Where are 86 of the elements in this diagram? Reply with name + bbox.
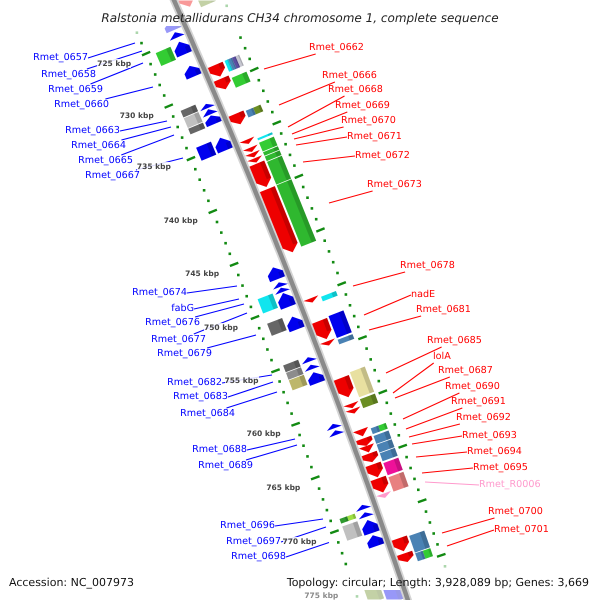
gene-label: Rmet_0677 <box>151 334 206 346</box>
leader-line <box>292 111 348 135</box>
gene-label: Rmet_0672 <box>355 150 410 162</box>
leader-line <box>228 381 274 398</box>
leader-line <box>186 285 238 294</box>
leader-line <box>352 271 406 287</box>
leader-line <box>278 82 336 106</box>
gene-label: Rmet_0696 <box>220 520 275 532</box>
gene-label: Rmet_0682 <box>167 377 222 389</box>
gene-label: Rmet_0665 <box>78 155 133 167</box>
gene-label: Rmet_0695 <box>473 462 528 474</box>
gene-label: Rmet_0662 <box>309 42 364 54</box>
gene-label: Rmet_R0006 <box>479 479 541 491</box>
leader-line <box>424 481 480 486</box>
leader-line <box>386 346 442 374</box>
leader-line <box>412 435 462 445</box>
leader-line <box>408 423 460 438</box>
gene-label: Rmet_0664 <box>71 140 126 152</box>
gene-label: Rmet_0685 <box>427 335 482 347</box>
leader-line <box>226 391 278 409</box>
gene-label: Rmet_0694 <box>467 446 522 458</box>
gene-label: nadE <box>411 289 436 301</box>
gene-label: Rmet_0673 <box>367 179 422 191</box>
gene-label: Rmet_0690 <box>445 381 500 393</box>
title: Ralstonia metallidurans CH34 chromosome 1, complete sequence <box>101 12 499 25</box>
leader-line <box>121 126 172 141</box>
gene-label: Rmet_0683 <box>173 391 228 403</box>
gene-label: Rmet_0688 <box>192 444 247 456</box>
leader-line <box>296 136 348 146</box>
gene-label: Rmet_0701 <box>494 524 549 536</box>
leader-line <box>294 126 344 140</box>
leader-line <box>194 298 240 310</box>
gene-label: fabG <box>171 303 194 315</box>
leader-line <box>121 134 174 156</box>
leader-line <box>328 190 373 204</box>
leader-line <box>406 407 462 430</box>
leader-line <box>302 155 356 163</box>
leader-line <box>446 529 494 547</box>
gene-label: Rmet_0663 <box>65 125 120 137</box>
gene-label: Rmet_0658 <box>41 69 96 81</box>
gene-label: Rmet_0689 <box>198 460 253 472</box>
gene-label: Rmet_0693 <box>462 430 517 442</box>
leader-line <box>416 451 468 458</box>
leader-line <box>88 42 136 59</box>
gene-label: Rmet_0671 <box>347 131 402 143</box>
leader-line <box>288 96 345 128</box>
gene-label: Rmet_0687 <box>438 365 493 377</box>
gene-label: Rmet_0700 <box>488 506 543 518</box>
leader-line <box>246 444 298 461</box>
gene-label: Rmet_0698 <box>231 551 286 563</box>
leader-line <box>364 294 412 316</box>
gene-label: Rmet_0668 <box>328 84 383 96</box>
gene-label: Rmet_0676 <box>145 317 200 329</box>
gene-label: Rmet_0670 <box>341 115 396 127</box>
accession-text: Accession: NC_007973 <box>9 577 134 589</box>
leader-line <box>442 517 495 534</box>
leader-line <box>194 303 244 318</box>
gene-label: Rmet_0657 <box>33 52 88 64</box>
leader-line <box>402 392 460 420</box>
gene-label: Rmet_0669 <box>335 100 390 112</box>
leader-line <box>392 362 434 394</box>
gene-label: Rmet_0684 <box>180 408 235 420</box>
leader-line <box>274 518 324 527</box>
leader-line <box>90 62 144 85</box>
gene-label: Rmet_0666 <box>322 70 377 82</box>
gene-label: Rmet_0692 <box>456 412 511 424</box>
leader-line <box>120 120 168 132</box>
leader-line <box>264 53 316 70</box>
leader-line <box>206 334 256 349</box>
gene-label: Rmet_0697 <box>226 536 281 548</box>
gene-label: lolA <box>433 351 451 363</box>
leader-line <box>105 86 154 100</box>
leader-line <box>394 376 450 399</box>
gene-label: Rmet_0674 <box>132 287 187 299</box>
leader-line <box>368 315 422 331</box>
leader-line <box>422 467 474 474</box>
gene-label: Rmet_0678 <box>400 260 455 272</box>
gene-label: Rmet_0659 <box>48 84 103 96</box>
gene-label: Rmet_0691 <box>451 396 506 408</box>
gene-label: Rmet_0667 <box>85 170 140 182</box>
gene-label: Rmet_0660 <box>54 99 109 111</box>
leader-line <box>286 542 330 558</box>
leader-line <box>246 438 296 451</box>
gene-label: Rmet_0681 <box>416 304 471 316</box>
summary-text: Topology: circular; Length: 3,928,089 bp; Genes: 3,669 <box>286 577 589 589</box>
gene-label: Rmet_0679 <box>157 348 212 360</box>
